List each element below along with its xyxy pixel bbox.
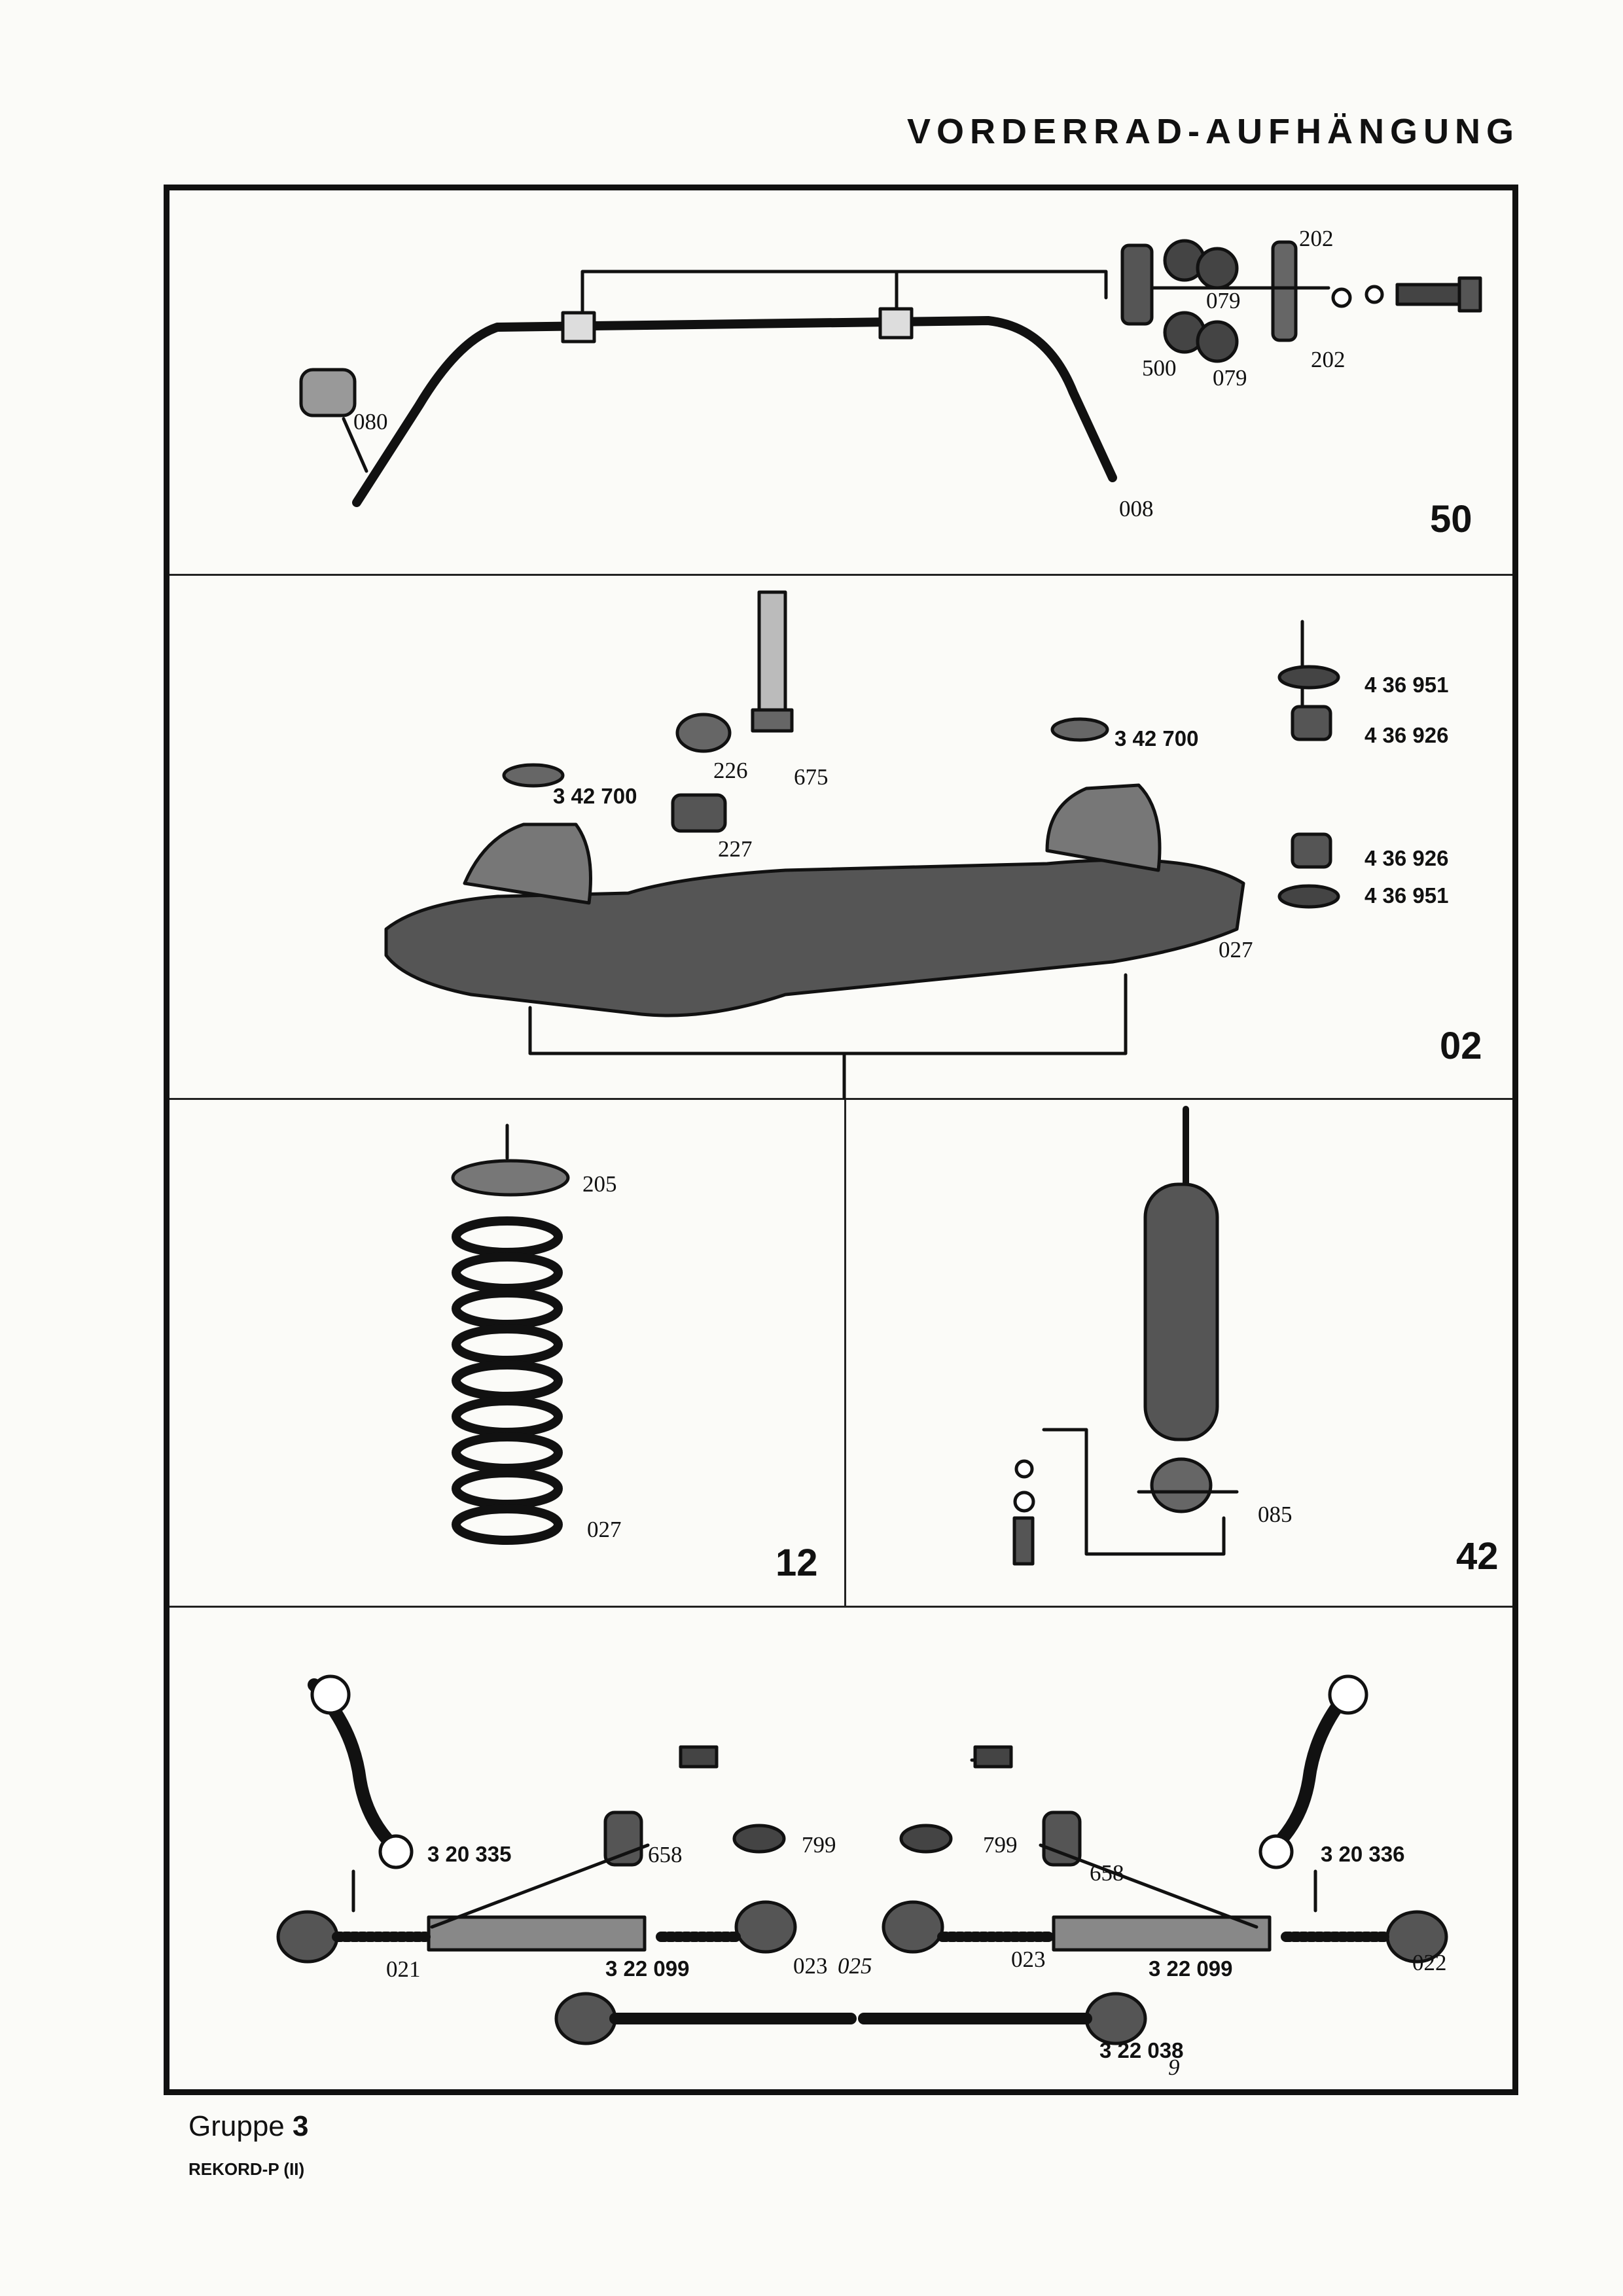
front-crossmember-illustration: [384, 590, 1340, 1100]
part-label-3-42-700-left: 3 42 700: [553, 784, 637, 808]
diagram-frame: [164, 185, 1518, 2095]
part-label-3-22-038: 3 22 038: [1099, 2038, 1184, 2062]
divider-1: [169, 574, 1512, 576]
part-label-023-right: 023: [1011, 1947, 1046, 1972]
part-label-079-bottom: 079: [1213, 365, 1247, 391]
section-number-coil-spring: 12: [776, 1542, 818, 1584]
steering-linkage-illustration: [276, 1674, 1448, 2045]
part-label-205: 205: [582, 1171, 617, 1197]
part-label-658-left: 658: [648, 1842, 683, 1867]
part-label-658-right: 658: [1090, 1860, 1124, 1886]
part-label-799-right: 799: [983, 1832, 1018, 1858]
part-label-027-crossmember: 027: [1219, 937, 1253, 963]
part-label-3-20-336: 3 20 336: [1321, 1842, 1405, 1866]
part-label-3-22-099-left: 3 22 099: [605, 1956, 690, 1981]
shock-absorber-illustration: [1012, 1106, 1239, 1566]
divider-vertical: [844, 1098, 846, 1606]
part-label-4-36-951-bottom: 4 36 951: [1364, 883, 1449, 908]
part-label-202-top: 202: [1299, 226, 1334, 251]
part-label-202-bottom: 202: [1311, 347, 1346, 372]
section-number-shock-absorber: 42: [1456, 1535, 1499, 1578]
section-number-stabilizer: 50: [1430, 498, 1472, 540]
part-label-021: 021: [386, 1956, 421, 1982]
stabilizer-bar-illustration: [299, 270, 1117, 507]
group-number: 3: [293, 2110, 309, 2142]
divider-3: [169, 1606, 1512, 1608]
part-label-4-36-926-top: 4 36 926: [1364, 723, 1449, 747]
coil-spring-illustration: [451, 1123, 570, 1545]
part-label-4-36-926-bottom: 4 36 926: [1364, 846, 1449, 870]
part-label-799-left: 799: [802, 1832, 836, 1858]
part-label-3-20-335: 3 20 335: [427, 1842, 512, 1866]
part-label-085: 085: [1258, 1502, 1293, 1527]
part-label-027-spring: 027: [587, 1517, 622, 1542]
group-footer: Gruppe 3: [188, 2110, 308, 2143]
handwritten-note: 9: [1168, 2055, 1180, 2080]
part-label-4-36-951-top: 4 36 951: [1364, 673, 1449, 697]
section-number-crossmember: 02: [1440, 1025, 1482, 1067]
stabilizer-mount-illustration: [1120, 239, 1482, 363]
part-label-226: 226: [713, 758, 748, 783]
divider-2: [169, 1098, 1512, 1100]
part-label-3-42-700-right: 3 42 700: [1115, 726, 1199, 751]
part-label-079-top: 079: [1206, 288, 1241, 313]
part-label-025-handwritten: 025: [838, 1953, 872, 1979]
group-label: Gruppe: [188, 2110, 285, 2142]
part-label-022: 022: [1412, 1950, 1447, 1975]
part-label-227: 227: [718, 836, 753, 862]
page-title: VORDERRAD-AUFHÄNGUNG: [907, 112, 1520, 151]
part-label-675: 675: [794, 764, 829, 790]
part-label-008: 008: [1119, 496, 1154, 521]
model-label: REKORD-P (II): [188, 2159, 305, 2179]
part-label-023-left: 023: [793, 1953, 828, 1979]
part-label-500: 500: [1142, 355, 1177, 381]
part-label-080: 080: [353, 409, 388, 434]
part-label-3-22-099-right: 3 22 099: [1149, 1956, 1233, 1981]
